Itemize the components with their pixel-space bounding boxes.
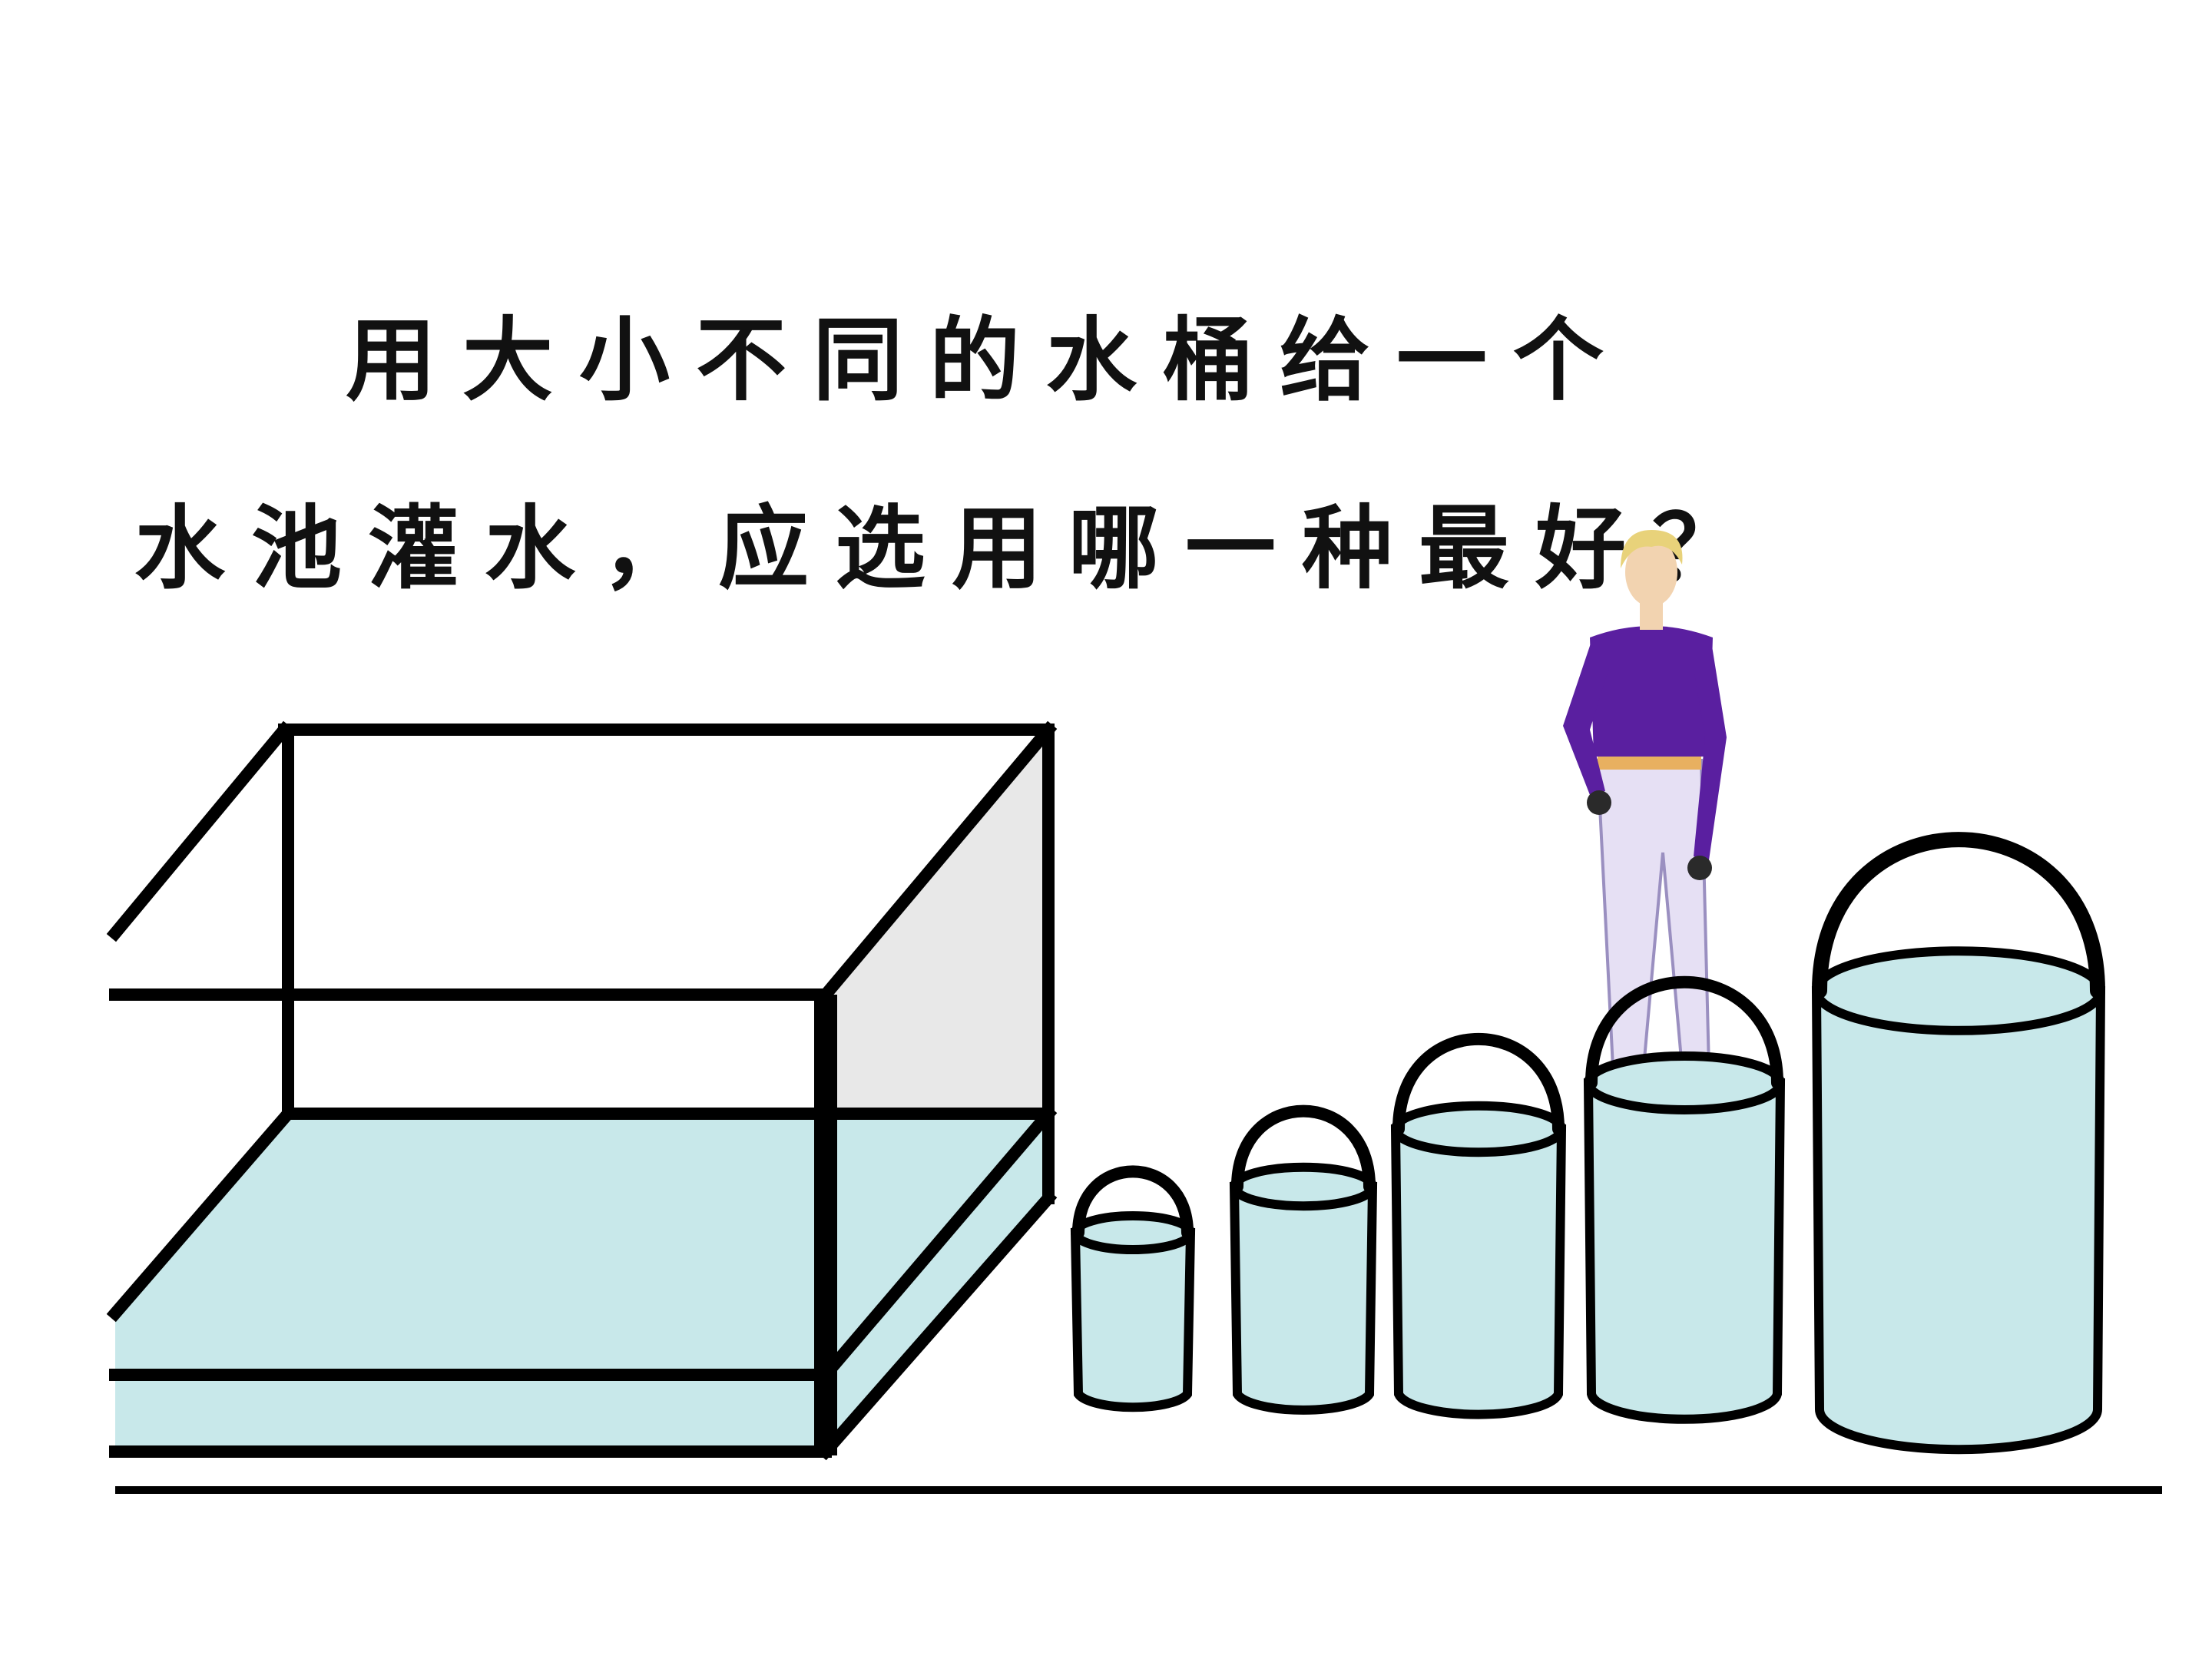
bucket-icon	[1390, 1033, 1567, 1419]
bucket-icon	[1583, 975, 1786, 1424]
water-tank-icon	[106, 720, 1058, 1461]
bucket-icon	[1070, 1165, 1196, 1412]
bucket-icon	[1811, 832, 2106, 1455]
bucket-icon	[1229, 1104, 1378, 1415]
question-line-1: 用大小不同的水桶给一个	[346, 306, 1631, 413]
question-line-2: 水池灌水，应选用哪一种最好？	[134, 495, 1770, 601]
bucket-group	[1070, 832, 2106, 1455]
